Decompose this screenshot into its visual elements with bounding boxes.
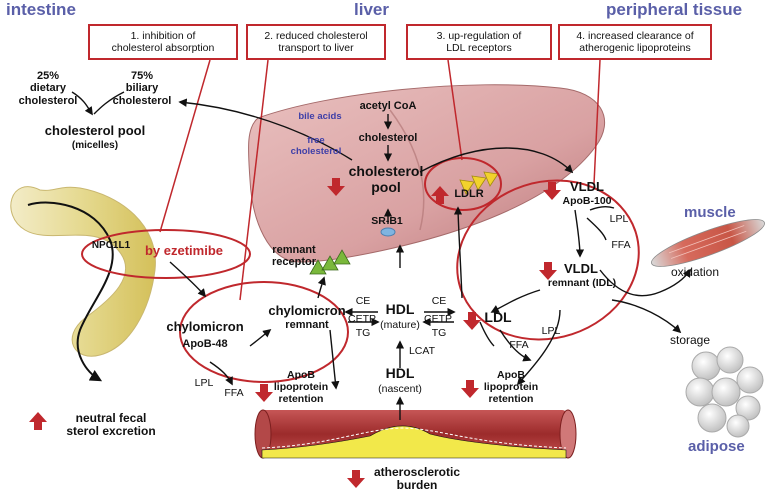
down-arrow-athero [347, 470, 365, 488]
cetp-label-left: CETP [347, 313, 376, 325]
ldlr-label: LDLR [454, 188, 484, 200]
idl-sub-label: remnant (IDL) [547, 277, 617, 289]
acetyl-coa-label: acetyl CoA [359, 100, 417, 112]
apob48-label: ApoB-48 [182, 338, 228, 350]
region-intestine: intestine [6, 0, 76, 19]
ffa-label-mid: FFA [509, 339, 529, 351]
oxidation-label: oxidation [670, 265, 720, 279]
storage-label: storage [669, 333, 711, 347]
muscle-label: muscle [684, 204, 736, 221]
intestine-shape [10, 186, 156, 357]
srb1-icon [380, 227, 396, 237]
micelles-label: (micelles) [71, 140, 119, 151]
liver-cholesterol-label: cholesterol [358, 132, 418, 144]
ldlr-ellipse [424, 157, 502, 211]
cholesterol-pool-intestine: cholesterol pool [44, 123, 146, 138]
srb1-label: SR-B1 [371, 215, 403, 227]
tg-label-left: TG [355, 327, 371, 339]
chylomicron-ellipse [179, 281, 349, 383]
tg-label-right: TG [431, 327, 447, 339]
up-arrow-ldlr [431, 186, 449, 204]
down-arrow-ldl [463, 312, 481, 330]
apob100-label: ApoB-100 [562, 195, 612, 207]
vldl-label: VLDL [570, 179, 604, 194]
hdl-nascent-label: HDL [385, 365, 415, 381]
adipose-graphic [685, 346, 764, 438]
ffa-label-left: FFA [224, 387, 244, 399]
ffa-label-top: FFA [611, 239, 631, 251]
ezetimibe-ellipse [81, 229, 251, 279]
remnant-receptor-icon [309, 249, 351, 275]
liver-shape [248, 84, 606, 263]
adipose-label: adipose [688, 438, 745, 455]
ezetimibe-label: by ezetimibe [144, 243, 224, 258]
hdl-nascent-sub: (nascent) [378, 383, 422, 395]
down-arrow-idl [539, 262, 557, 280]
muscle-graphic [651, 219, 765, 267]
ce-label-left: CE [355, 295, 371, 307]
artery-graphic [254, 409, 577, 459]
up-arrow-fecal [29, 412, 47, 430]
plaque [261, 425, 567, 459]
lpl-label-left: LPL [194, 377, 214, 389]
down-arrow-vldl [543, 182, 561, 200]
down-arrow-apob-right [461, 380, 479, 398]
lcat-label: LCAT [408, 345, 436, 357]
lpl-label-mid: LPL [541, 325, 561, 337]
hdl-mature-sub: (mature) [380, 319, 420, 331]
down-arrow-apob-left [255, 384, 273, 402]
lpl-label-top: LPL [609, 213, 629, 225]
ce-label-right: CE [431, 295, 447, 307]
region-liver: liver [354, 0, 389, 19]
cetp-label-right: CETP [423, 313, 452, 325]
bile-acids-label: bile acids [298, 111, 342, 122]
ldlr-icon [459, 171, 499, 195]
hdl-mature-label: HDL [385, 301, 415, 317]
region-peripheral-tissue: peripheral tissue [606, 0, 743, 19]
chylomicron-label: chylomicron [166, 319, 244, 334]
vldl-ellipse [456, 179, 640, 341]
idl-label: VLDL [564, 261, 598, 276]
ldl-label: LDL [484, 309, 512, 325]
npc1l1-label: NPC1L1 [91, 240, 131, 251]
down-arrow-pool [327, 178, 345, 196]
